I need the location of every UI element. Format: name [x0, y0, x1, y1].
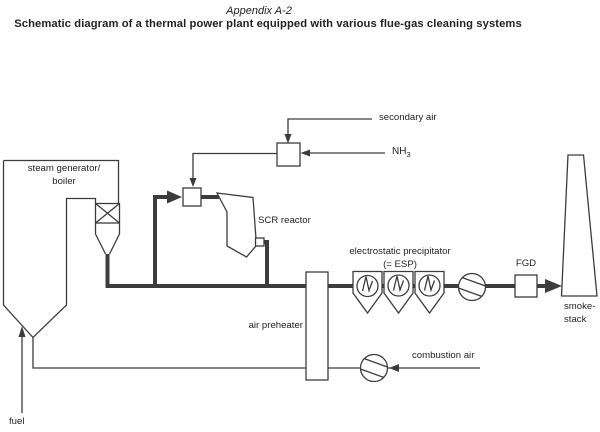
fuel-label: fuel — [9, 416, 25, 427]
nh3-arrow-icon — [300, 149, 310, 157]
secondary-air-line — [284, 118, 372, 144]
scr-reactor-shape — [215, 192, 257, 258]
combustion-air-fan-icon — [359, 353, 399, 383]
combustion-air-line — [32, 337, 480, 369]
esp-unit — [352, 270, 445, 315]
stack-inlet-arrow-icon — [545, 279, 562, 293]
mixer-outlet-line — [189, 152, 277, 187]
air-preheater-label: air preheater — [248, 320, 303, 331]
air-preheater-box — [305, 271, 329, 381]
combustion-air-arrow-icon — [389, 364, 399, 372]
nh3-air-mixer-box — [276, 142, 301, 167]
diagram-heading: Schematic diagram of a thermal power pla… — [14, 18, 522, 30]
fuel-arrow-icon — [18, 326, 26, 337]
scr-inlet-arrow-icon — [167, 190, 182, 204]
heat-exchanger-cross-icon — [95, 202, 120, 224]
boiler-outline — [2, 159, 121, 339]
fgd-label: FGD — [515, 258, 537, 269]
mixer-outlet-arrow-icon — [189, 178, 197, 187]
secondary-air-label: secondary air — [379, 112, 437, 123]
esp-label: electrostatic precipitator(= ESP) — [349, 246, 451, 270]
nh3-label: NH3 — [392, 146, 411, 159]
combustion-air-label: combustion air — [412, 350, 475, 361]
scr-assembly — [182, 142, 301, 284]
secondary-air-arrow-icon — [284, 134, 292, 144]
appendix-title: Appendix A-2 — [226, 5, 292, 17]
smokestack-label: smoke-stack — [564, 301, 596, 325]
fuel-line — [18, 326, 26, 413]
smokestack-shape — [560, 154, 598, 297]
scr-reactor-label: SCR reactor — [258, 215, 311, 226]
flue-gas-main-line — [105, 190, 562, 293]
scr-inlet-box — [182, 187, 202, 207]
nh3-line — [300, 149, 385, 157]
fgd-box — [514, 274, 538, 298]
boiler-hopper — [94, 223, 121, 255]
scr-outlet-nozzle — [254, 237, 265, 247]
id-fan-icon — [457, 272, 487, 302]
scr-downcomer-line — [263, 240, 269, 284]
boiler-label: steam generator/boiler — [27, 163, 101, 187]
